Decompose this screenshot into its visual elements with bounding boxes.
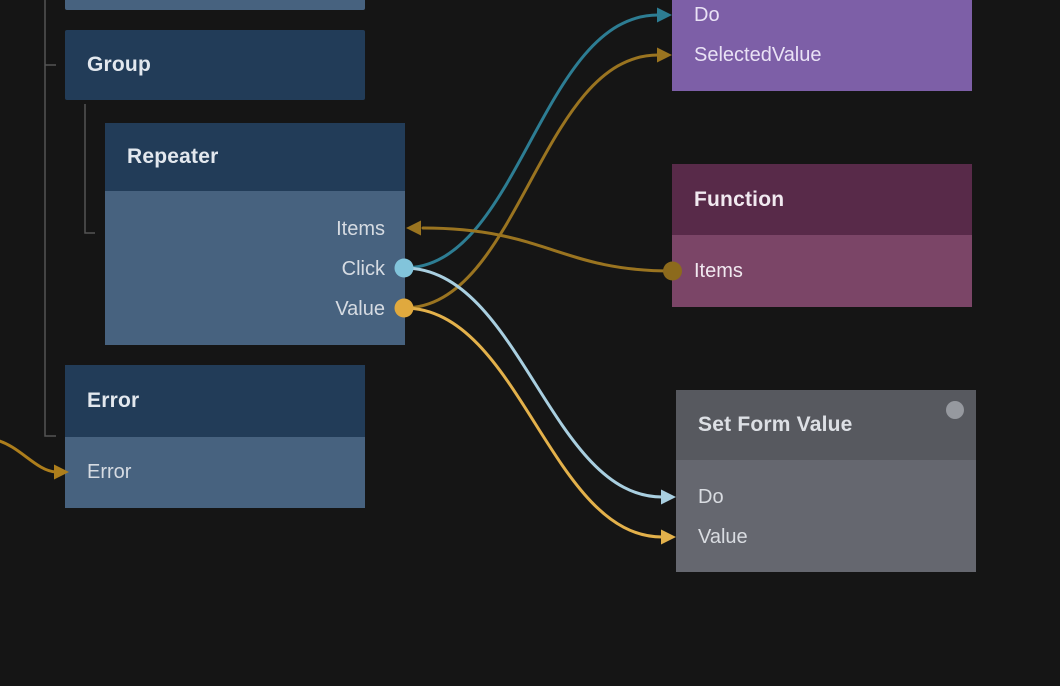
port-dot-function-items[interactable] xyxy=(663,261,682,281)
port-repeater-value-label: Value xyxy=(335,297,385,320)
node-error[interactable]: Error Error xyxy=(65,365,365,508)
clipped-node-top[interactable] xyxy=(65,0,365,10)
port-purple-selectedvalue-label: SelectedValue xyxy=(694,43,822,66)
wire-offscreen-to-error[interactable] xyxy=(0,439,58,474)
node-function-body: Items xyxy=(672,235,972,307)
port-purple-selectedvalue[interactable]: SelectedValue xyxy=(672,35,972,75)
wire-functionitems-to-repeateritems[interactable] xyxy=(421,226,674,273)
node-purple-body: Do SelectedValue xyxy=(672,0,972,91)
node-function-title: Function xyxy=(694,187,785,211)
node-purple-clipped[interactable]: Do SelectedValue xyxy=(672,0,972,91)
port-repeater-items[interactable]: Items xyxy=(105,209,405,249)
arrowhead-purple-selectedvalue[interactable] xyxy=(657,47,672,63)
port-purple-do[interactable]: Do xyxy=(672,0,972,35)
wire-click-to-sfv-do[interactable] xyxy=(402,266,664,499)
port-repeater-items-label: Items xyxy=(336,217,385,240)
port-sfv-do[interactable]: Do xyxy=(676,477,976,517)
port-purple-do-label: Do xyxy=(694,3,720,26)
port-repeater-value[interactable]: Value xyxy=(105,289,405,329)
node-function-header[interactable]: Function xyxy=(672,164,972,235)
node-group-title: Group xyxy=(87,53,151,76)
arrowhead-sfv-do[interactable] xyxy=(661,489,676,505)
port-error-error-label: Error xyxy=(87,460,132,483)
node-error-body: Error xyxy=(65,437,365,508)
node-set-form-value-header[interactable]: Set Form Value xyxy=(676,390,976,460)
wire-value-to-selectedvalue[interactable] xyxy=(402,53,660,310)
port-function-items[interactable]: Items xyxy=(672,251,972,291)
status-dot-icon xyxy=(946,401,964,419)
node-set-form-value-body: Do Value xyxy=(676,460,976,572)
arrowhead-error[interactable] xyxy=(54,464,69,480)
node-function[interactable]: Function Items xyxy=(672,164,972,307)
node-repeater[interactable]: Repeater Items Click Value xyxy=(105,123,405,345)
port-sfv-value-label: Value xyxy=(698,525,748,548)
port-error-error[interactable]: Error xyxy=(65,452,365,492)
node-repeater-header[interactable]: Repeater xyxy=(105,123,405,191)
node-repeater-body: Items Click Value xyxy=(105,191,405,345)
port-repeater-click-label: Click xyxy=(341,257,385,280)
arrowhead-purple-do[interactable] xyxy=(657,7,672,23)
hierarchy-line-outer xyxy=(44,0,56,437)
wire-click-to-do[interactable] xyxy=(402,13,660,270)
node-error-header[interactable]: Error xyxy=(65,365,365,437)
node-repeater-title: Repeater xyxy=(127,145,219,168)
port-function-items-label: Items xyxy=(694,259,743,282)
arrowhead-repeater-items[interactable] xyxy=(406,220,421,236)
port-repeater-click[interactable]: Click xyxy=(105,249,405,289)
port-dot-repeater-value[interactable] xyxy=(394,298,414,318)
wire-value-to-sfv-value[interactable] xyxy=(402,306,664,539)
node-group[interactable]: Group xyxy=(65,30,365,100)
port-dot-repeater-click[interactable] xyxy=(394,258,414,278)
node-error-title: Error xyxy=(87,389,140,412)
hierarchy-line-repeater xyxy=(84,104,95,234)
node-set-form-value[interactable]: Set Form Value Do Value xyxy=(676,390,976,572)
port-sfv-do-label: Do xyxy=(698,485,724,508)
port-sfv-value[interactable]: Value xyxy=(676,517,976,557)
arrowhead-sfv-value[interactable] xyxy=(661,529,676,545)
node-set-form-value-title: Set Form Value xyxy=(698,413,853,436)
